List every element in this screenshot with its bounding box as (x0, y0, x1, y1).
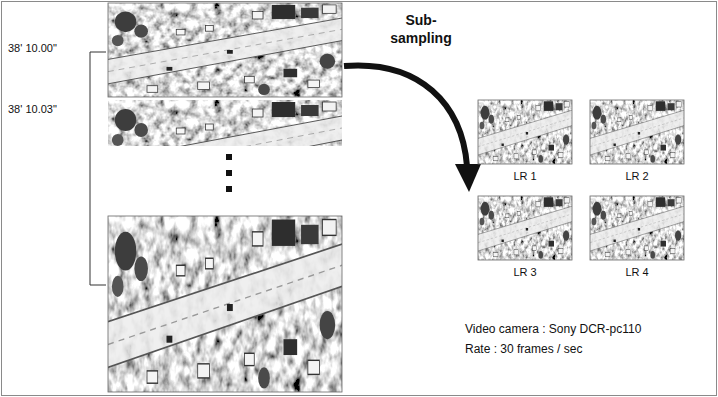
low-res-frames (478, 100, 684, 260)
tile-area (478, 196, 572, 260)
label-slot: Rate : 30 frames / sec (465, 342, 582, 357)
image-tile: LR 2 (590, 100, 684, 183)
tile-area (590, 196, 684, 260)
subsampling-arrow (344, 65, 481, 192)
video-frames (108, 3, 342, 392)
label-slot: Sub- sampling (384, 12, 458, 47)
tile-area (590, 100, 684, 164)
label-slot: Video camera : Sony DCR-pc110 (465, 322, 641, 337)
label-slot: 38' 10.00" (8, 42, 57, 56)
time-label: 38' 10.03" (8, 103, 57, 117)
image-tile: LR 3 (478, 196, 572, 279)
image-tile: LR 1 (478, 100, 572, 183)
tile-label: LR 4 (625, 266, 648, 279)
tile-label: LR 1 (513, 170, 536, 183)
note-text: Video camera : Sony DCR-pc110 (465, 322, 641, 337)
label-slot: 38' 10.03" (8, 103, 57, 117)
time-bracket (90, 52, 106, 285)
tile-label: LR 2 (625, 170, 648, 183)
process-label: Sub- sampling (384, 12, 458, 47)
tile-label: LR 3 (513, 266, 536, 279)
time-label: 38' 10.00" (8, 42, 57, 56)
tile-area (478, 100, 572, 164)
image-tile: LR 4 (590, 196, 684, 279)
note-text: Rate : 30 frames / sec (465, 342, 582, 357)
